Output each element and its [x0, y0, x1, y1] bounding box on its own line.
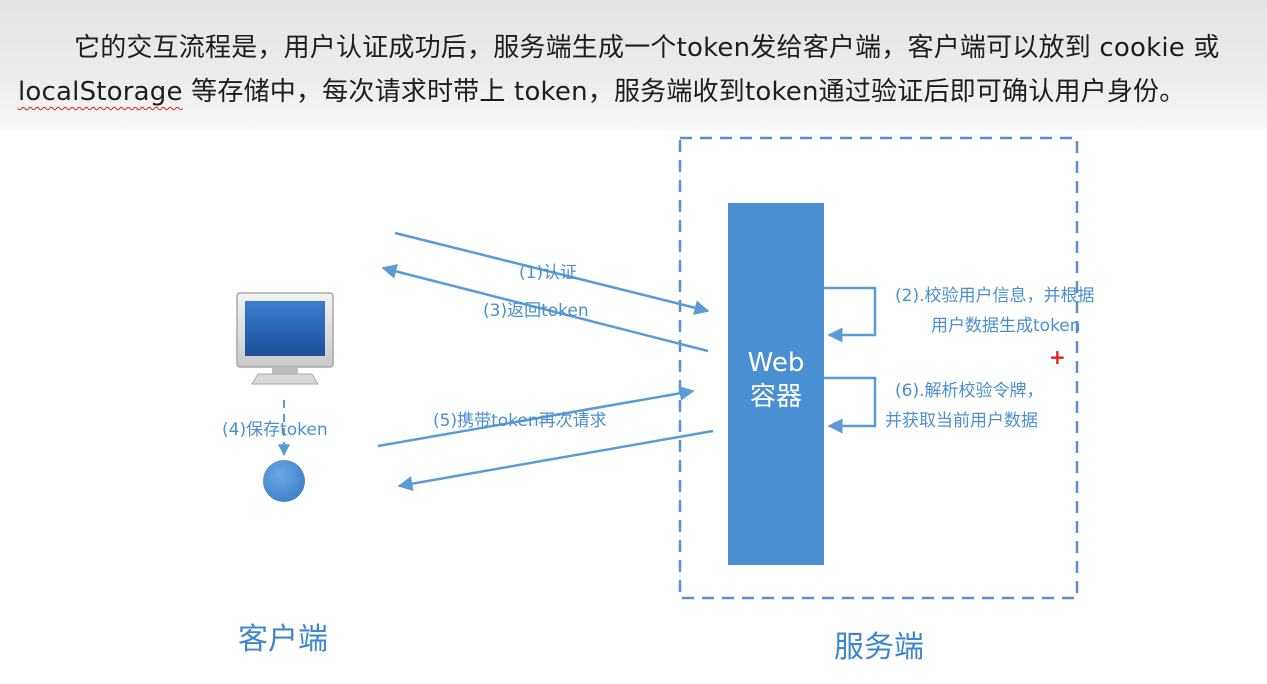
arrow-request-with-token — [377, 385, 695, 448]
paragraph-line-1: 它的交互流程是，用户认证成功后，服务端生成一个token发给客户端，客户端可以放… — [74, 33, 1220, 63]
loop-verify-arrow — [824, 286, 877, 343]
loop-parse-arrow — [824, 376, 877, 434]
storage-dot-icon — [263, 460, 305, 502]
server-section-title: 服务端 — [834, 630, 924, 665]
step-verify-label-line-2: 用户数据生成token — [931, 316, 1081, 336]
description-paragraph: 它的交互流程是，用户认证成功后，服务端生成一个token发给客户端，客户端可以放… — [18, 26, 1253, 114]
web-container-box — [728, 203, 824, 565]
step-save-token-label: (4)保存token — [222, 420, 328, 440]
misspelled-word-localstorage: localStorage — [18, 77, 183, 107]
server-region-border — [678, 136, 1079, 600]
step-auth-label: (1)认证 — [519, 263, 578, 283]
computer-monitor-icon — [236, 292, 334, 385]
step-verify-label-line-1: (2).校验用户信息，并根据 — [895, 286, 1095, 306]
step-parse-label-line-2: 并获取当前用户数据 — [885, 411, 1038, 431]
cursor-plus-mark: + — [1049, 345, 1066, 369]
client-section-title: 客户端 — [238, 622, 328, 657]
arrow-response — [397, 429, 714, 492]
paragraph-line-2-rest: 等存储中，每次请求时带上 token，服务端收到token通过验证后即可确认用户… — [182, 77, 1186, 107]
paragraph-line-2: localStorage 等存储中，每次请求时带上 token，服务端收到tok… — [18, 70, 1253, 114]
arrow-return-token — [381, 264, 709, 353]
top-text-background — [0, 0, 1267, 130]
arrow-auth — [394, 231, 710, 316]
step-parse-label-line-1: (6).解析校验令牌， — [895, 381, 1044, 401]
step-request-with-token-label: (5)携带token再次请求 — [433, 411, 607, 431]
step-return-token-label: (3)返回token — [483, 301, 589, 321]
web-container-label: Web 容器 — [747, 348, 805, 412]
